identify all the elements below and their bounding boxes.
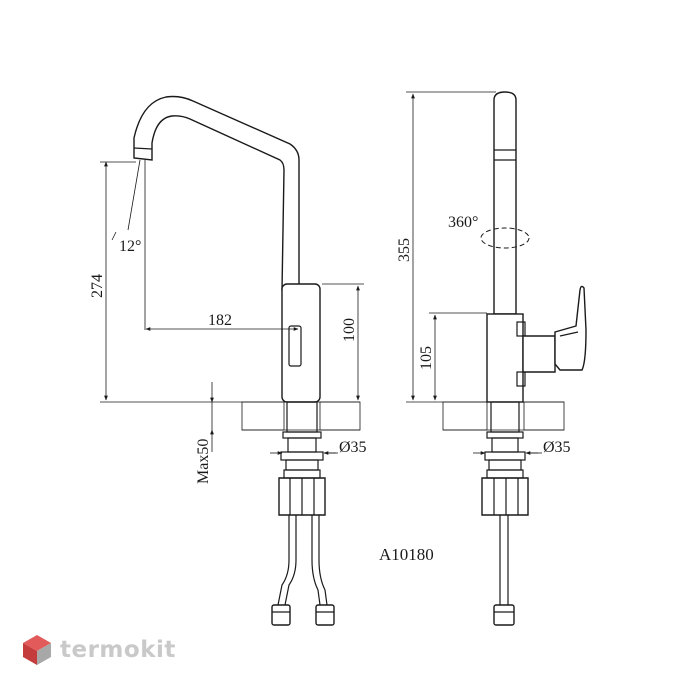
dim-100-label: 100 — [341, 318, 358, 342]
dim-105-label: 105 — [418, 346, 435, 370]
right-spout — [493, 91, 517, 315]
right-front-view: 360° 355 105 — [396, 91, 587, 626]
termokit-cube-icon — [23, 635, 51, 665]
dim-d35-right-label: Ø35 — [543, 439, 571, 456]
left-spout — [133, 95, 300, 291]
spray-line — [127, 159, 141, 231]
left-hose-b — [311, 515, 321, 606]
dim-d35-left-label: Ø35 — [339, 439, 367, 456]
right-mounting-nut — [481, 477, 529, 516]
termokit-watermark: termokit — [22, 634, 176, 666]
dim-182-label: 182 — [208, 312, 232, 329]
termokit-brand-text: termokit — [60, 637, 176, 663]
dim-355-label: 355 — [396, 238, 413, 262]
rotation-ellipse — [480, 227, 530, 249]
dim-12-label: 12° — [119, 238, 141, 255]
left-countertop — [241, 401, 285, 431]
dim-max50-label: Max50 — [195, 439, 212, 484]
left-hose-a — [277, 515, 290, 606]
left-countertop-right — [319, 401, 361, 431]
handle-lever — [554, 285, 587, 371]
dim-274-label: 274 — [89, 274, 106, 298]
left-side-view: 274 12° 182 100 Max50 Ø35 — [89, 95, 367, 626]
model-number: A10180 — [379, 545, 434, 564]
dim-360-label: 360° — [448, 214, 478, 231]
